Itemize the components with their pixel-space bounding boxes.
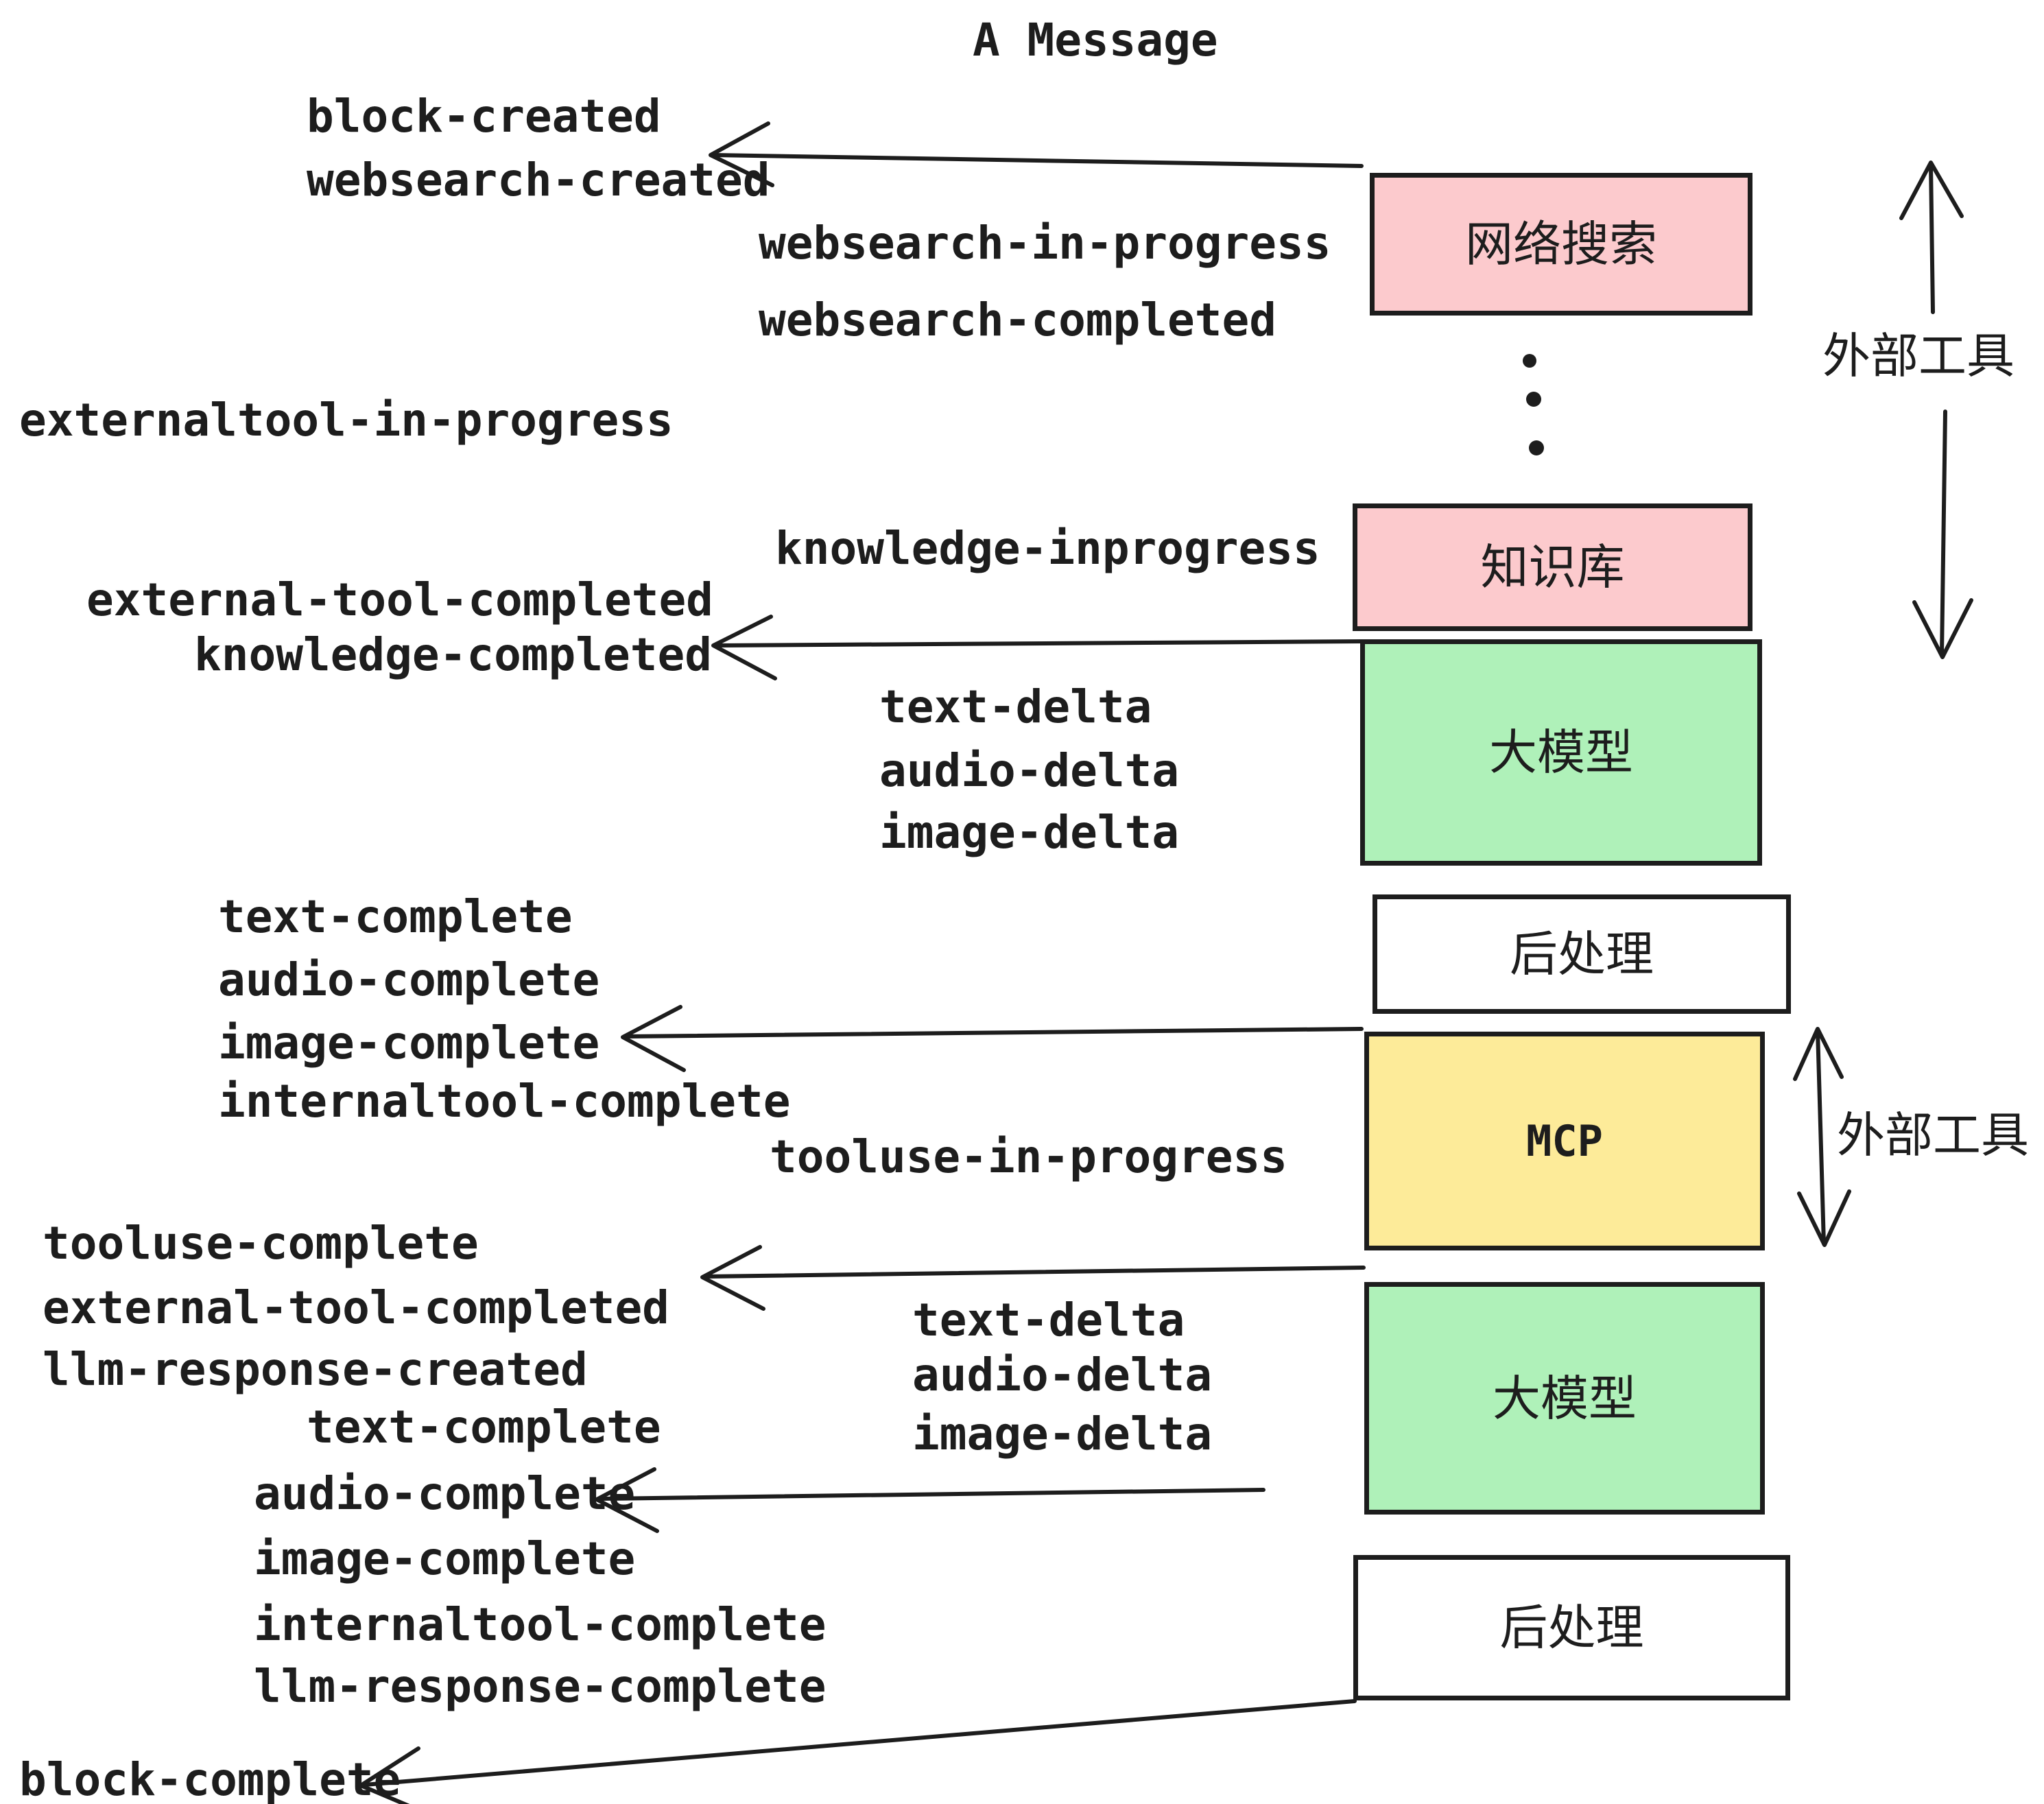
box-knowledge: 知识库 (1353, 503, 1752, 631)
arrow-mcp-to-complete (700, 1245, 1366, 1311)
box-knowledge-label: 知识库 (1480, 539, 1625, 595)
event-internaltool-complete-2: internaltool-complete (254, 1598, 827, 1651)
arrow-llm2-to-complete (595, 1467, 1265, 1533)
arrow-post2-to-block-complete (359, 1699, 1357, 1804)
arrow-websearch-to-created (709, 121, 1364, 187)
arrow-post1-to-complete (621, 1005, 1364, 1072)
external-tools-label-bottom: 外部工具 (1837, 1107, 2029, 1163)
event-audio-delta-1: audio-delta (879, 744, 1180, 797)
event-externaltool-in-progress: externaltool-in-progress (19, 394, 674, 447)
external-tools-span-arrow-top (1899, 161, 1973, 659)
ellipsis-dots (1523, 354, 1544, 455)
diagram-title: A Message (973, 14, 1218, 67)
box-websearch-label: 网络搜索 (1465, 216, 1657, 272)
event-image-complete-1: image-complete (218, 1017, 600, 1069)
box-llm-2: 大模型 (1364, 1282, 1765, 1515)
event-text-delta-1: text-delta (879, 680, 1152, 733)
arrow-knowledge-to-completed (711, 615, 1364, 680)
event-knowledge-completed: knowledge-completed (194, 628, 712, 681)
event-text-delta-2: text-delta (912, 1294, 1185, 1346)
box-postprocess-1: 后处理 (1372, 894, 1791, 1014)
event-audio-complete-1: audio-complete (218, 953, 600, 1006)
event-image-delta-2: image-delta (912, 1408, 1213, 1460)
event-text-complete-1: text-complete (218, 890, 573, 943)
external-tools-span-arrow-bottom (1793, 1027, 1851, 1247)
event-image-complete-2: image-complete (254, 1532, 636, 1585)
box-websearch: 网络搜索 (1370, 173, 1752, 316)
event-block-complete: block-complete (19, 1753, 401, 1804)
event-internaltool-complete-1: internaltool-complete (218, 1075, 791, 1128)
event-audio-complete-2: audio-complete (254, 1467, 636, 1520)
event-audio-delta-2: audio-delta (912, 1349, 1213, 1401)
event-websearch-created: websearch-created (307, 154, 770, 206)
event-external-tool-completed-1: external-tool-completed (86, 573, 713, 626)
event-tooluse-complete: tooluse-complete (43, 1217, 479, 1270)
box-postprocess-1-label: 后处理 (1510, 926, 1654, 982)
box-llm-2-label: 大模型 (1493, 1370, 1637, 1427)
event-block-created: block-created (307, 90, 661, 143)
box-postprocess-2: 后处理 (1353, 1555, 1790, 1700)
box-llm-1: 大模型 (1360, 639, 1762, 866)
box-mcp-label: MCP (1526, 1115, 1603, 1166)
box-llm-1-label: 大模型 (1489, 724, 1633, 781)
event-llm-response-created: llm-response-created (43, 1343, 588, 1396)
event-image-delta-1: image-delta (879, 806, 1180, 859)
event-llm-response-complete: llm-response-complete (254, 1660, 827, 1713)
event-external-tool-completed-2: external-tool-completed (43, 1281, 669, 1334)
event-tooluse-in-progress: tooluse-in-progress (770, 1130, 1287, 1183)
box-mcp: MCP (1364, 1032, 1765, 1250)
event-knowledge-inprogress: knowledge-inprogress (775, 522, 1320, 575)
event-websearch-in-progress: websearch-in-progress (759, 217, 1331, 270)
event-websearch-completed: websearch-completed (759, 294, 1276, 346)
box-postprocess-2-label: 后处理 (1499, 1600, 1644, 1656)
event-text-complete-2: text-complete (307, 1401, 661, 1453)
external-tools-label-top: 外部工具 (1822, 328, 2015, 384)
